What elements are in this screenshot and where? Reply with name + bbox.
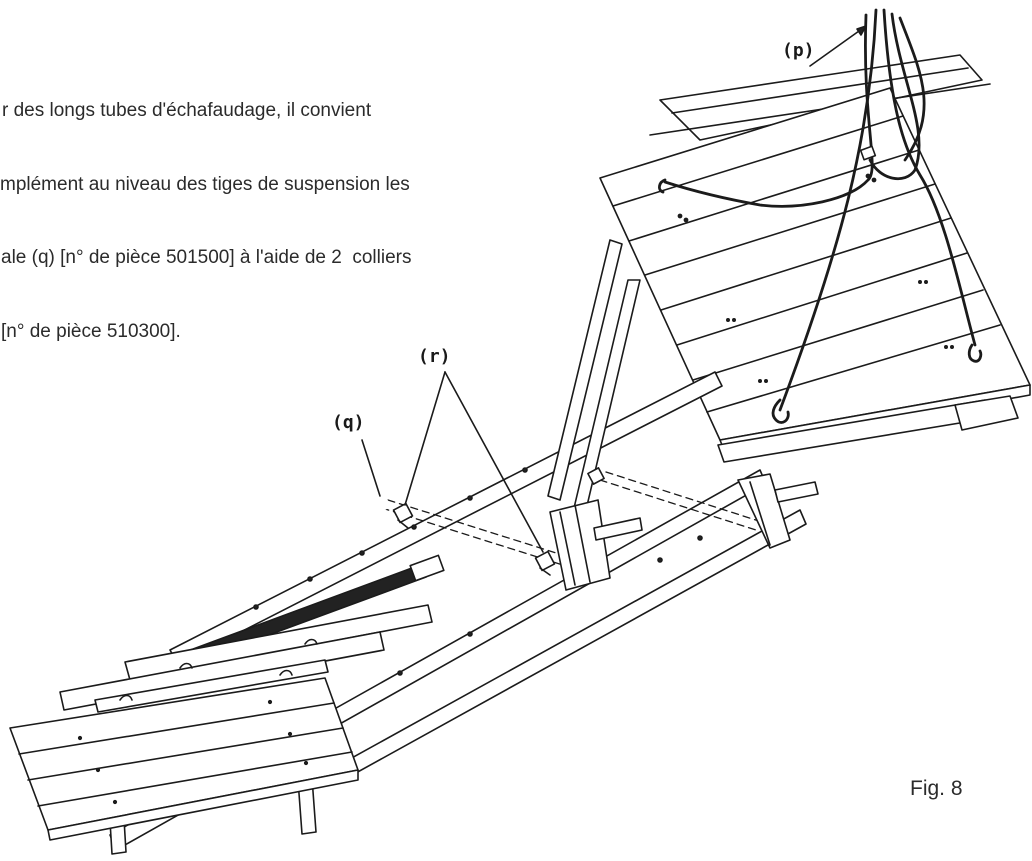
lower-deck-rivets [77, 699, 309, 805]
callout-label-r: (r) [418, 346, 451, 367]
upper-guard-rail-inner [671, 67, 969, 114]
second-tube-back [605, 471, 763, 523]
instruction-line-2: mplément au niveau des tiges de suspensi… [0, 173, 410, 195]
figure-label: Fig. 8 [910, 777, 963, 800]
leader-r-left [404, 371, 446, 506]
lower-guard-rail-1 [124, 604, 433, 681]
instruction-line-3: ale (q) [n° de pièce 501500] à l'aide de… [1, 247, 412, 268]
instruction-line-1: r des longs tubes d'échafaudage, il conv… [2, 100, 372, 121]
callout-leaders [361, 25, 867, 553]
suspension-cables [658, 8, 983, 424]
upper-guard-rail [659, 54, 983, 141]
bracket-right-arm [774, 481, 819, 503]
horizontal-tube-front [381, 507, 567, 567]
upper-platform [599, 54, 1031, 463]
bracket-center [549, 499, 611, 591]
coupler-clamp-upper [587, 467, 605, 485]
lower-guard-rail-2 [59, 631, 385, 711]
callout-label-q: (q) [332, 412, 365, 433]
lower-deck-planks [18, 702, 353, 807]
callout-label-p: (p) [782, 40, 815, 61]
lower-deck-edge [47, 769, 359, 841]
bracket-right [737, 473, 791, 549]
upper-deck-panel [599, 87, 1031, 441]
leader-p [809, 25, 867, 67]
coupler-clamp-left [392, 502, 414, 529]
coupler-clamp-right [534, 550, 556, 576]
horizontal-tube-assembly [379, 467, 763, 576]
instruction-line-4: [n° de pièce 510300]. [1, 320, 181, 342]
diagonal-strut-2 [547, 239, 623, 501]
upper-beam-end [954, 395, 1019, 431]
upper-deck-rivets [677, 173, 954, 383]
tension-rod-head [409, 554, 445, 582]
tube-end-left [379, 498, 389, 510]
second-tube-front [599, 479, 757, 531]
lower-platform [9, 604, 433, 841]
instruction-text: r des longs tubes d'échafaudage, il conv… [0, 50, 610, 393]
bracket-center-arm [593, 517, 643, 541]
lower-guard-rail-3 [94, 659, 329, 713]
leader-r-right [444, 371, 544, 553]
leader-q [361, 439, 381, 497]
